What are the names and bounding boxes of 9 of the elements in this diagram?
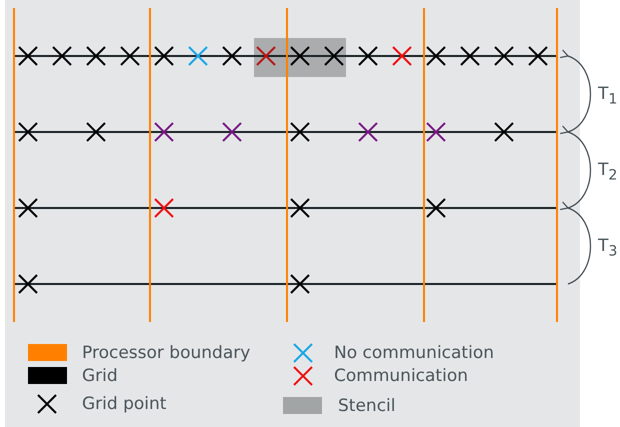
legend-label: Processor boundary [82, 343, 250, 363]
legend-label: Grid point [82, 394, 166, 414]
step-label: T$_{1}$ [598, 84, 618, 110]
step-label: T$_{3}$ [598, 236, 618, 262]
legend-label: Stencil [338, 396, 396, 416]
legend-label: Grid [82, 366, 118, 386]
legend-label: No communication [334, 343, 494, 363]
legend-label: Communication [334, 366, 468, 386]
step-label: T$_{2}$ [598, 160, 618, 186]
